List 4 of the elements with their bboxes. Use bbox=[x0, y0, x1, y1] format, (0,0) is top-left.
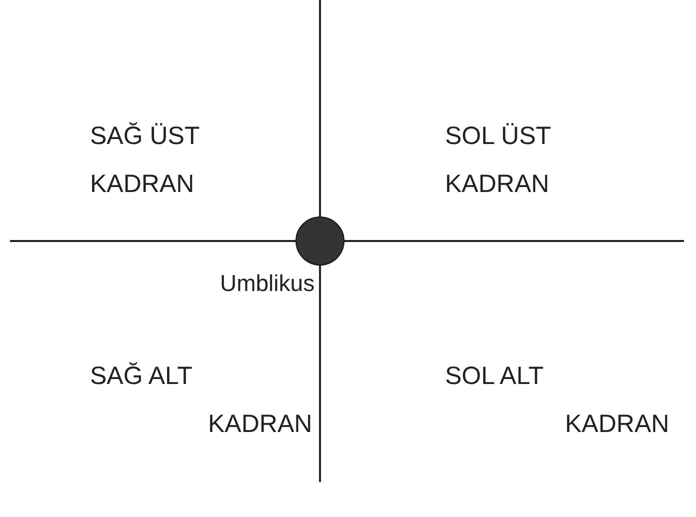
quadrant-label: SAĞ ALT KADRAN bbox=[90, 361, 312, 440]
quadrant-label: SOL ÜST KADRAN bbox=[445, 121, 552, 200]
quadrant-label: SOL ALT KADRAN bbox=[445, 361, 670, 440]
quadrant-label: SAĞ ÜST KADRAN bbox=[90, 121, 200, 200]
